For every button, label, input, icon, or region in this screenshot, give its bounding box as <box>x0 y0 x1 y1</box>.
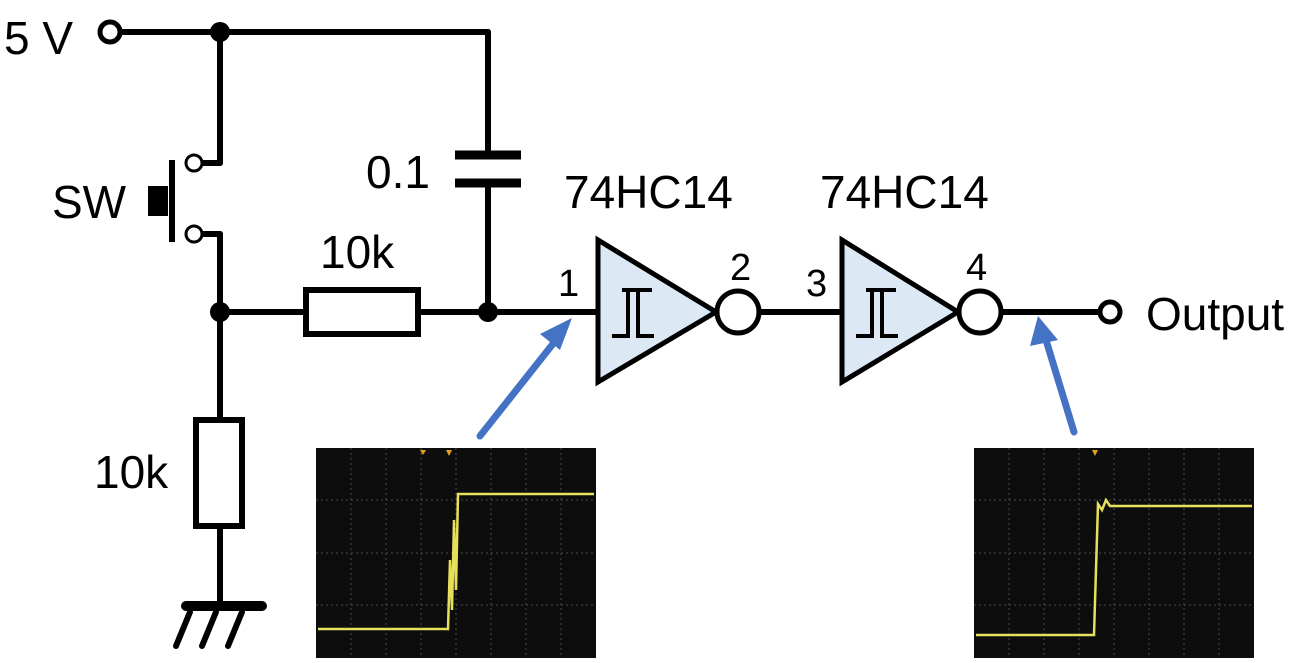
capacitor-label: 0.1 <box>366 146 430 198</box>
gate2-pin-in: 3 <box>806 263 827 305</box>
trigger-marker-icon <box>1092 450 1098 456</box>
capacitor: 0.1 <box>366 146 521 198</box>
supply-terminal: 5 V <box>4 12 123 64</box>
schmitt-inverter-2: 74HC14 3 4 <box>806 166 1004 387</box>
junction-dot <box>210 302 230 322</box>
pulldown-resistor: 10k <box>94 417 245 529</box>
series-resistor-label: 10k <box>320 226 395 278</box>
trigger-marker-icon <box>446 450 452 456</box>
arrow-to-pin1 <box>476 336 560 440</box>
oscilloscope-trace-input <box>316 448 596 658</box>
wires <box>117 29 1103 606</box>
output-terminal: Output <box>1097 288 1284 340</box>
push-switch: SW <box>52 153 204 244</box>
gate2-pin-out: 4 <box>966 247 987 289</box>
gate1-pin-in: 1 <box>558 263 579 305</box>
series-resistor: 10k <box>303 226 421 337</box>
output-label: Output <box>1146 288 1284 340</box>
junction-dot <box>478 302 498 322</box>
inversion-bubble <box>714 288 762 336</box>
gate2-label: 74HC14 <box>820 166 989 218</box>
pulldown-resistor-label: 10k <box>94 446 169 498</box>
supply-label: 5 V <box>4 12 73 64</box>
probe-arrows <box>476 316 1078 440</box>
oscilloscope-trace-output <box>974 448 1254 658</box>
gate1-pin-out: 2 <box>730 247 751 289</box>
inversion-bubble <box>956 288 1004 336</box>
schmitt-inverter-1: 74HC14 1 2 <box>558 166 762 387</box>
gate1-label: 74HC14 <box>564 166 733 218</box>
junctions <box>210 22 498 322</box>
ground-symbol <box>173 601 267 649</box>
junction-dot <box>210 22 230 42</box>
arrow-to-output <box>1042 336 1078 436</box>
switch-label: SW <box>52 176 127 228</box>
